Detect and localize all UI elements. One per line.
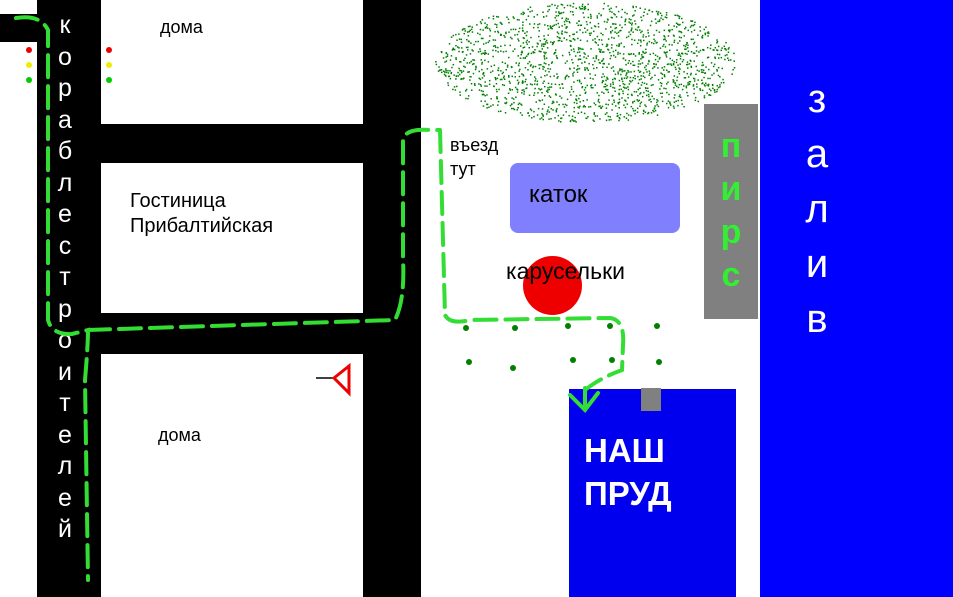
bay xyxy=(760,0,953,597)
letter: й xyxy=(58,515,72,543)
letter: л xyxy=(805,187,829,231)
letter: а xyxy=(58,105,72,134)
pond-gate xyxy=(641,388,661,411)
bush xyxy=(607,323,613,329)
letter: р xyxy=(58,74,72,102)
road-cross-middle xyxy=(101,313,363,354)
letter: в xyxy=(806,297,828,341)
hotel-label-line2: Прибалтийская xyxy=(130,215,274,237)
pond-label-line2: ПРУД xyxy=(584,475,672,512)
carousel xyxy=(523,256,582,315)
skating-rink: каток xyxy=(510,163,680,233)
letter: з xyxy=(807,77,827,121)
entrance-label: въезд тут xyxy=(450,133,498,181)
entrance-label-line2: тут xyxy=(450,159,476,179)
letter: т xyxy=(59,389,71,417)
letter: с xyxy=(721,256,741,294)
hotel-label-line1: Гостиница xyxy=(130,190,226,212)
houses-bottom-label: дома xyxy=(158,425,201,445)
letter: р xyxy=(720,213,742,251)
skating-rink-label: каток xyxy=(529,181,588,208)
letter: и xyxy=(720,170,742,208)
bush xyxy=(565,323,571,329)
letter: а xyxy=(805,132,829,176)
letter: р xyxy=(58,294,72,323)
bushes xyxy=(463,323,662,371)
pond-label-line1: НАШ xyxy=(584,432,665,469)
pond-label: НАШ ПРУД xyxy=(584,429,672,515)
bush xyxy=(512,325,518,331)
traffic-light-icon xyxy=(26,47,34,83)
letter: п xyxy=(720,127,742,165)
letter: л xyxy=(57,168,73,197)
letter: е xyxy=(58,200,72,228)
carousel-label: карусельки xyxy=(506,258,625,284)
entrance-label-line1: въезд xyxy=(450,135,499,155)
houses-top-label: дома xyxy=(160,17,203,37)
bush xyxy=(609,357,615,363)
letter: и xyxy=(805,242,829,286)
hotel-label: Гостиница Прибалтийская xyxy=(130,189,273,239)
road-cross-top xyxy=(101,124,363,163)
bush xyxy=(570,357,576,363)
letter: е xyxy=(58,420,72,449)
letter: и xyxy=(58,357,72,386)
road-vertical-right xyxy=(363,0,421,597)
pier xyxy=(704,104,758,319)
bush xyxy=(466,359,472,365)
letter: к xyxy=(59,11,71,39)
letter: с xyxy=(58,231,72,260)
traffic-light-icon xyxy=(106,47,114,83)
letter: л xyxy=(57,452,73,480)
letter: т xyxy=(59,263,71,291)
letter: о xyxy=(58,42,72,71)
bush xyxy=(510,365,516,371)
letter: б xyxy=(57,137,73,165)
route-path xyxy=(14,15,626,582)
bush xyxy=(656,359,662,365)
route-arrow-icon xyxy=(568,386,600,414)
trees-icon xyxy=(435,2,736,123)
bush xyxy=(654,323,660,329)
bush xyxy=(463,325,469,331)
letter: е xyxy=(58,483,72,512)
warning-triangle-icon xyxy=(316,362,351,397)
pond: НАШ ПРУД xyxy=(569,389,736,597)
